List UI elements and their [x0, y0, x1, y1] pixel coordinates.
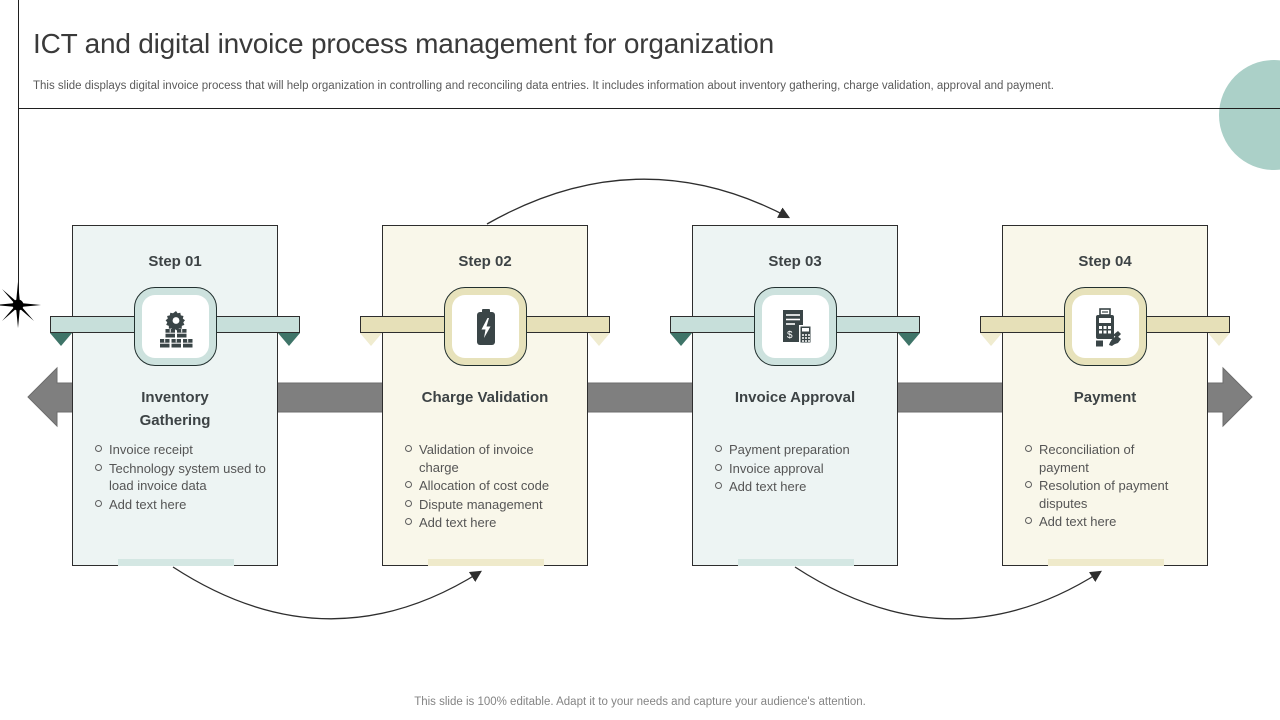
- bullet-marker: [405, 445, 419, 453]
- ribbon-fold-left: [360, 333, 382, 346]
- step-card-4[interactable]: Step 04 Paymen: [980, 225, 1230, 566]
- step-card-1[interactable]: Step 01: [50, 225, 300, 566]
- step-number-label: Step 02: [458, 253, 512, 270]
- bullet-marker: [715, 445, 729, 453]
- arc-step1-to-step2: [172, 566, 482, 620]
- step-title: Inventory Gathering: [139, 389, 211, 429]
- svg-text:$: $: [787, 330, 793, 341]
- step-card-2[interactable]: Step 02 Charge Validation Validation of …: [360, 225, 610, 566]
- step-bullet-list: Payment preparation Invoice approval Add…: [715, 441, 850, 497]
- inventory-boxes-gear-icon: [159, 310, 192, 347]
- bullet-item: Resolution of payment disputes: [1025, 477, 1169, 512]
- step-title: Payment: [1073, 389, 1137, 406]
- bullet-marker: [1025, 481, 1039, 489]
- bullet-marker: [95, 464, 109, 472]
- bullet-marker: [715, 464, 729, 472]
- icon-tile: [444, 287, 527, 366]
- ribbon-fold-right: [898, 333, 920, 346]
- bottom-accent-tab: [1048, 559, 1164, 566]
- bullet-item: Allocation of cost code: [405, 477, 549, 495]
- bullet-item: Add text here: [405, 514, 549, 532]
- step-number-label: Step 01: [148, 253, 202, 270]
- ribbon-fold-right: [1208, 333, 1230, 346]
- page-subtitle: This slide displays digital invoice proc…: [33, 80, 1054, 92]
- icon-tile: [1064, 287, 1147, 366]
- arc-step2-to-step3: [486, 178, 791, 225]
- ribbon-fold-left: [50, 333, 72, 346]
- sparkle-icon: [0, 282, 41, 328]
- bullet-marker: [405, 518, 419, 526]
- battery-charge-icon: [476, 308, 495, 345]
- icon-tile: $: [754, 287, 837, 366]
- ribbon-fold-right: [278, 333, 300, 346]
- bullet-item: Invoice receipt: [95, 441, 267, 459]
- ribbon-fold-left: [670, 333, 692, 346]
- step-title: Charge Validation: [421, 389, 549, 406]
- bullet-item: Validation of invoice charge: [405, 441, 549, 476]
- bullet-item: Invoice approval: [715, 460, 850, 478]
- icon-tile: [134, 287, 217, 366]
- bottom-accent-tab: [428, 559, 544, 566]
- bullet-item: Add text here: [1025, 513, 1169, 531]
- bullet-item: Payment preparation: [715, 441, 850, 459]
- bullet-item: Dispute management: [405, 496, 549, 514]
- ribbon-fold-left: [980, 333, 1002, 346]
- decorative-circle: [1219, 60, 1280, 170]
- ribbon-fold-right: [588, 333, 610, 346]
- bullet-item: Technology system used to load invoice d…: [95, 460, 267, 495]
- step-card-3[interactable]: Step 03 $: [670, 225, 920, 566]
- bullet-marker: [405, 481, 419, 489]
- vertical-accent-line: [18, 0, 19, 298]
- bullet-marker: [1025, 517, 1039, 525]
- step-number-label: Step 03: [768, 253, 822, 270]
- bullet-marker: [715, 482, 729, 490]
- page-title: ICT and digital invoice process manageme…: [33, 28, 774, 59]
- step-bullet-list: Reconciliation of payment Resolution of …: [1025, 441, 1169, 532]
- invoice-calculator-icon: $: [782, 309, 812, 344]
- step-bullet-list: Invoice receipt Technology system used t…: [95, 441, 267, 514]
- bullet-marker: [1025, 445, 1039, 453]
- bullet-marker: [95, 445, 109, 453]
- bullet-marker: [95, 500, 109, 508]
- header-divider-line: [18, 108, 1280, 109]
- step-bullet-list: Validation of invoice charge Allocation …: [405, 441, 549, 533]
- bullet-item: Add text here: [95, 496, 267, 514]
- bottom-accent-tab: [738, 559, 854, 566]
- step-number-label: Step 04: [1078, 253, 1132, 270]
- pos-terminal-payment-icon: [1095, 307, 1121, 346]
- bullet-item: Add text here: [715, 478, 850, 496]
- bullet-marker: [405, 500, 419, 508]
- step-title: Invoice Approval: [734, 389, 856, 406]
- footer-note: This slide is 100% editable. Adapt it to…: [414, 696, 866, 708]
- bullet-item: Reconciliation of payment: [1025, 441, 1169, 476]
- bottom-accent-tab: [118, 559, 234, 566]
- arc-step3-to-step4: [794, 566, 1102, 620]
